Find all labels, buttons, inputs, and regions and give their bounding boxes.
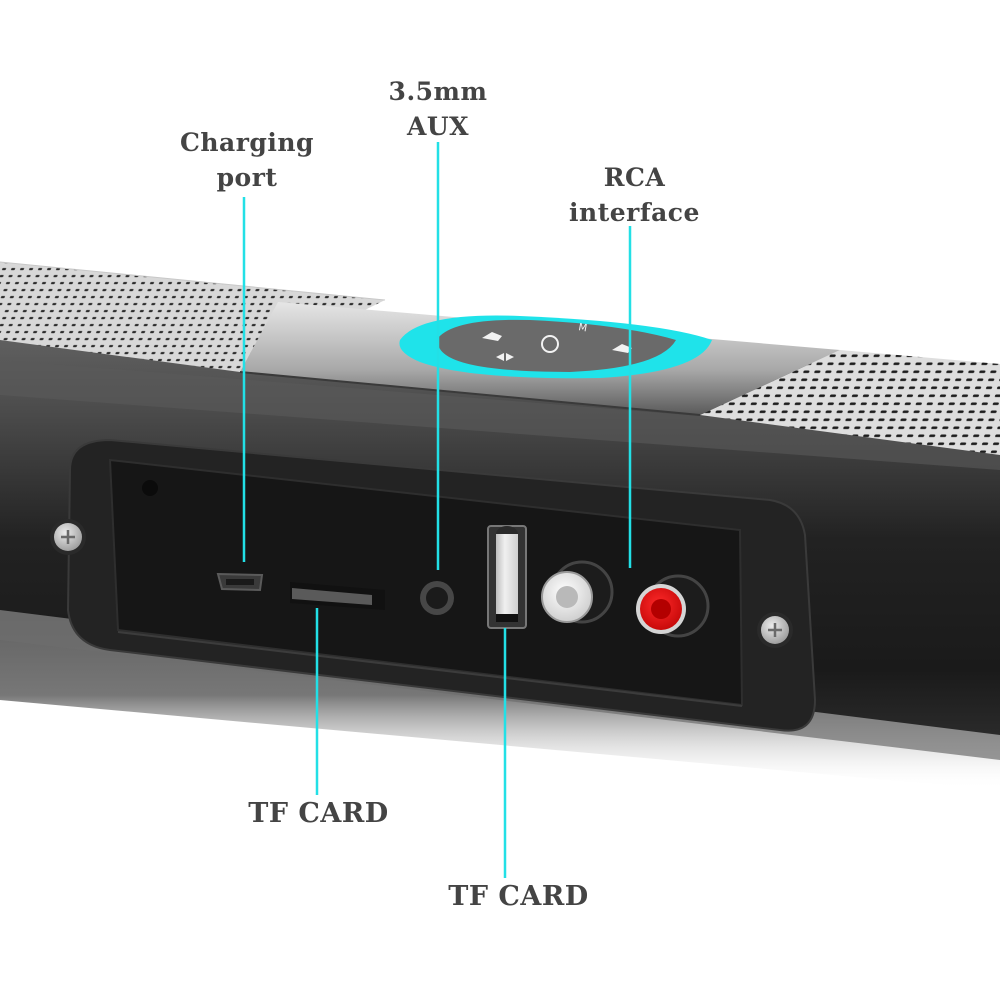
- right-speaker-grill: [700, 350, 1000, 455]
- previous-icon: [496, 353, 514, 361]
- micro-usb-port: [216, 572, 264, 592]
- volume-up-icon: [612, 344, 632, 353]
- aux-label-line2: AUX: [406, 112, 470, 141]
- reset-pinhole: [142, 480, 158, 496]
- volume-down-icon: [482, 332, 502, 341]
- right-screw-icon: [757, 612, 793, 648]
- tf-card-label: TF CARD: [236, 796, 401, 831]
- aux-label: 3.5mm AUX: [378, 74, 498, 144]
- usb-port-label: TF CARD: [436, 879, 601, 914]
- usb-a-port: [487, 525, 527, 629]
- mode-icon: M: [577, 322, 587, 334]
- left-screw-icon: [50, 519, 86, 555]
- callout-lines: [242, 142, 632, 878]
- rca-red-jack: [636, 574, 710, 638]
- rca-label-line1: RCA: [603, 163, 666, 192]
- power-icon: [541, 335, 559, 353]
- rca-label-line2: interface: [569, 198, 700, 227]
- charging-port-label-line1: Charging: [179, 128, 315, 157]
- charging-port-label-line2: port: [216, 163, 278, 192]
- aux-jack: [420, 581, 454, 615]
- aux-label-line1: 3.5mm: [388, 77, 488, 106]
- charging-port-label: Charging port: [172, 125, 322, 195]
- tf-card-label-text: TF CARD: [248, 798, 389, 829]
- tf-card-slot: [290, 582, 385, 610]
- usb-port-label-text: TF CARD: [448, 881, 589, 912]
- control-panel: M: [399, 315, 712, 379]
- rca-label: RCA interface: [552, 160, 717, 230]
- rca-white-jack: [541, 560, 614, 624]
